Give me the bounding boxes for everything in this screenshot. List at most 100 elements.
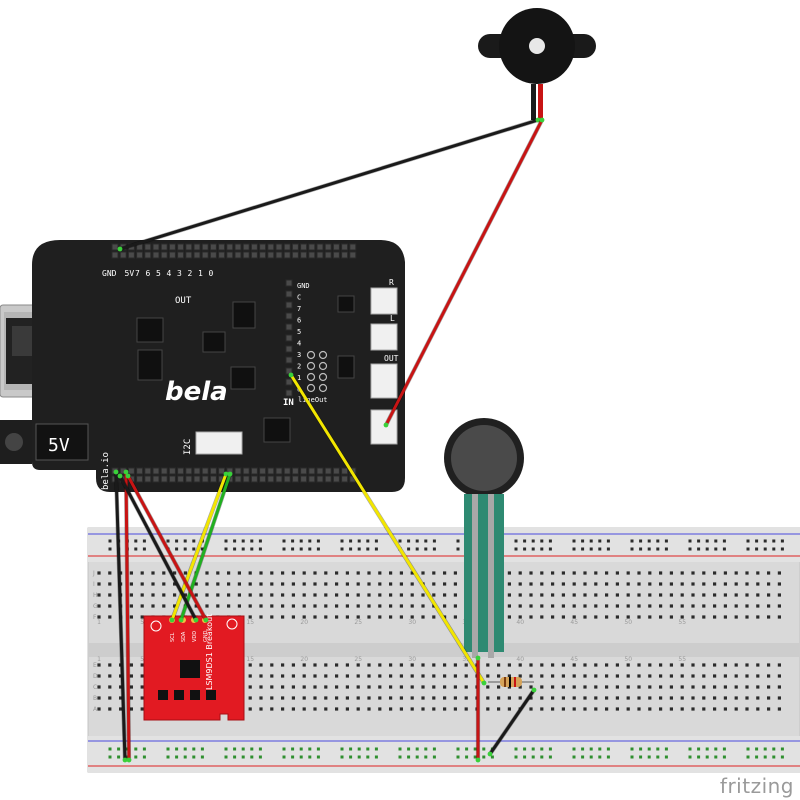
breadboard-hole — [507, 604, 511, 608]
rail-hole — [598, 547, 602, 551]
rail-hole — [340, 539, 344, 543]
breadboard-hole — [313, 663, 317, 667]
breadboard-hole — [378, 707, 382, 711]
row-letter: E — [93, 662, 97, 669]
breadboard-hole — [345, 663, 349, 667]
breadboard-hole — [356, 604, 360, 608]
rail-hole — [224, 755, 228, 759]
breadboard-hole — [745, 707, 749, 711]
breadboard-hole — [637, 571, 641, 575]
column-number: 15 — [246, 619, 254, 626]
breadboard-hole — [270, 615, 274, 619]
breadboard-hole — [205, 593, 209, 597]
rail-hole — [258, 547, 262, 551]
rail-hole — [134, 547, 138, 551]
rail-hole — [490, 755, 494, 759]
header-pin — [291, 251, 299, 259]
rail-hole — [548, 547, 552, 551]
rail-hole — [755, 755, 759, 759]
rail-hole — [722, 547, 726, 551]
header-pin — [136, 251, 144, 259]
wire-end — [125, 473, 131, 479]
breadboard-hole — [529, 571, 533, 575]
breadboard-hole — [432, 582, 436, 586]
rail-hole — [366, 747, 370, 751]
breadboard-hole — [615, 663, 619, 667]
wire-end — [531, 687, 537, 693]
breadboard-hole — [648, 615, 652, 619]
breadboard-hole — [259, 685, 263, 689]
breadboard-hole — [108, 604, 112, 608]
header-pin — [250, 475, 258, 483]
header-pin — [209, 251, 217, 259]
breadboard-hole — [443, 674, 447, 678]
rail-hole — [755, 547, 759, 551]
column-number: 55 — [678, 619, 686, 626]
breadboard-hole — [659, 593, 663, 597]
rail-hole — [349, 539, 353, 543]
rail-hole — [746, 747, 750, 751]
rail-hole — [407, 539, 411, 543]
rail-hole — [224, 547, 228, 551]
breadboard-hole — [723, 604, 727, 608]
header-pin — [267, 467, 275, 475]
breadboard-hole — [281, 674, 285, 678]
rail-hole — [722, 539, 726, 543]
breadboard-hole — [281, 604, 285, 608]
breadboard-hole — [669, 707, 673, 711]
breadboard-hole — [367, 615, 371, 619]
wire-end — [117, 246, 123, 252]
breadboard-hole — [302, 696, 306, 700]
breadboard-hole — [248, 707, 252, 711]
rail-hole — [639, 747, 643, 751]
breadboard-hole — [767, 685, 771, 689]
rail-hole — [349, 547, 353, 551]
breadboard-hole — [162, 593, 166, 597]
breadboard-hole — [108, 674, 112, 678]
header-pin — [349, 243, 357, 251]
wire — [170, 472, 228, 622]
breadboard-hole — [648, 582, 652, 586]
breadboard-hole — [777, 593, 781, 597]
audio-connector-out — [370, 363, 398, 399]
breadboard-hole — [313, 604, 317, 608]
breadboard-hole — [507, 582, 511, 586]
wire-end — [113, 469, 119, 475]
column-number: 5 — [140, 656, 144, 663]
column-number: 1 — [97, 619, 101, 626]
breadboard-hole — [702, 696, 706, 700]
rail-hole — [282, 747, 286, 751]
breadboard-hole — [767, 663, 771, 667]
header-pin — [275, 251, 283, 259]
rail-hole — [424, 539, 428, 543]
breadboard-hole — [216, 571, 220, 575]
analog-pin — [285, 378, 293, 386]
header-pin — [144, 251, 152, 259]
breadboard-hole — [745, 663, 749, 667]
rail-hole — [746, 547, 750, 551]
breadboard-hole — [637, 707, 641, 711]
rail-hole — [250, 747, 254, 751]
breadboard-hole — [443, 604, 447, 608]
header-pin — [168, 251, 176, 259]
rail-hole — [482, 755, 486, 759]
breadboard-hole — [356, 582, 360, 586]
breadboard-hole — [691, 685, 695, 689]
breadboard-hole — [734, 582, 738, 586]
rail-hole — [134, 539, 138, 543]
breadboard-hole — [227, 582, 231, 586]
rail-hole — [688, 547, 692, 551]
rail-hole — [134, 755, 138, 759]
breadboard-hole — [399, 604, 403, 608]
breadboard-hole — [443, 685, 447, 689]
header-pin — [259, 475, 267, 483]
i2c-label: I2C — [183, 439, 193, 455]
breadboard-hole — [356, 685, 360, 689]
column-number: 45 — [570, 656, 578, 663]
breadboard-hole — [756, 615, 760, 619]
breadboard-hole — [421, 615, 425, 619]
breadboard-hole — [626, 571, 630, 575]
rail-hole — [117, 747, 121, 751]
breadboard-hole — [745, 604, 749, 608]
breadboard-hole — [507, 696, 511, 700]
